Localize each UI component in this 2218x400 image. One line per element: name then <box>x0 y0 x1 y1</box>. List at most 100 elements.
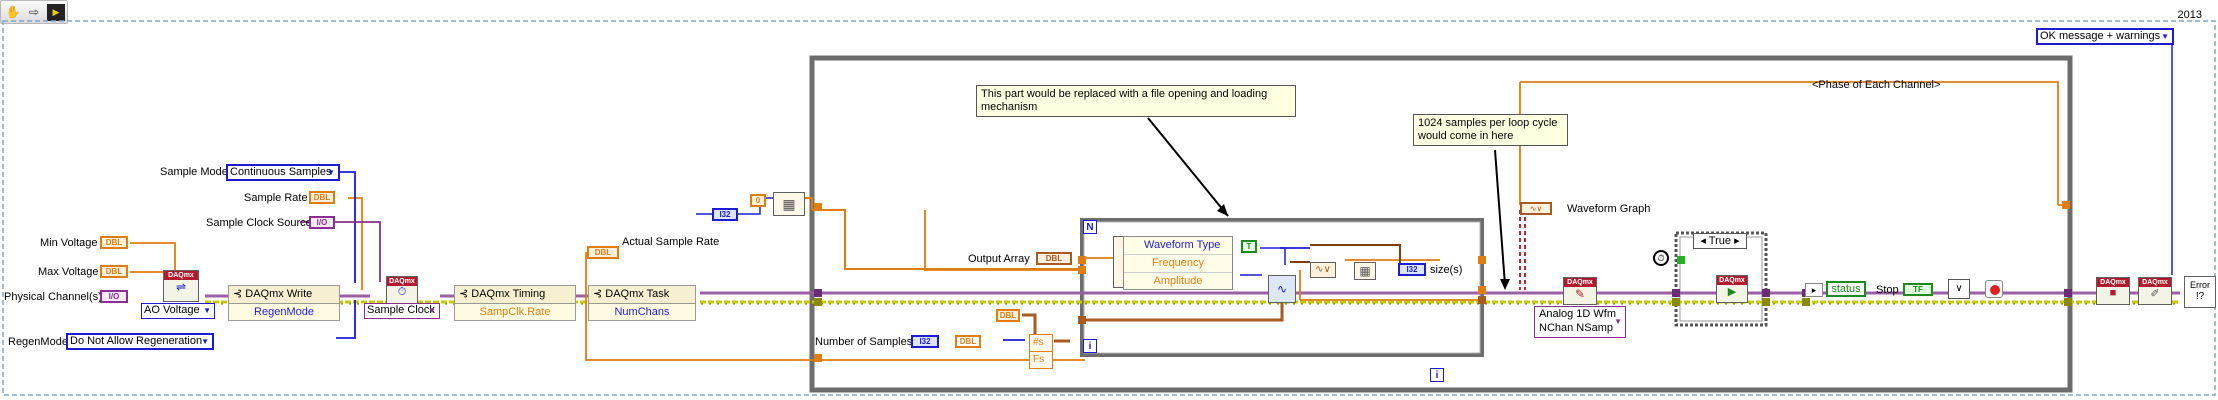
waveform-type-input[interactable]: Waveform Type <box>1124 237 1232 255</box>
min-voltage-terminal[interactable]: DBL <box>100 236 128 249</box>
sample-mode-control[interactable]: Continuous Samples▼ <box>226 164 340 181</box>
wave-icon: ∿∨ <box>1315 264 1331 275</box>
blue-wire <box>336 171 1310 341</box>
clock-icon: ⏱ <box>397 286 407 298</box>
min-voltage-label: Min Voltage <box>40 237 98 249</box>
daqmx-timing-title: DAQmx Timing <box>471 288 546 300</box>
sample-clock-label: Sample Clock <box>367 304 435 316</box>
size-label: size(s) <box>1430 264 1463 276</box>
daqmx-task-title: DAQmx Task <box>605 288 670 300</box>
daqmx-write-title: ⊰ DAQmx Write <box>229 286 339 304</box>
daqmx-clear-vi[interactable]: DAQmx ✐ <box>2138 277 2172 305</box>
case-prev-icon[interactable]: ◂ <box>1700 235 1706 247</box>
dbl-constant[interactable]: DBL <box>996 309 1020 322</box>
play-icon: ▶ <box>1727 286 1737 298</box>
regen-mode-property: RegenMode <box>254 306 314 318</box>
bundle-node[interactable]: #s Fs <box>1029 334 1053 369</box>
array-size-node[interactable]: ▦ <box>1354 262 1376 280</box>
zero-constant[interactable]: 0 <box>750 194 766 207</box>
phase-tunnel <box>2062 201 2070 209</box>
stop-condition-terminal[interactable] <box>1985 280 2003 298</box>
create-channel-vi[interactable]: DAQmx ⇌ <box>163 270 199 302</box>
unbundle-node[interactable]: ▸ <box>1805 283 1823 297</box>
loop-end-tunnel-2 <box>1802 298 1810 306</box>
daqmx-timing-node[interactable]: ⊰ DAQmx Timing SampClk.Rate <box>454 285 576 321</box>
note-arrow-1 <box>1147 117 1229 217</box>
for-tunnel-out-3 <box>1478 286 1486 294</box>
stop-control[interactable]: TF <box>1903 283 1933 296</box>
waveform-wire <box>1290 244 1401 265</box>
waveform-graph-label: Waveform Graph <box>1567 203 1651 215</box>
actual-sample-rate-label: Actual Sample Rate <box>622 236 720 248</box>
waveform-subvi[interactable]: ∿ <box>1268 275 1296 303</box>
actual-sample-rate-indicator[interactable]: DBL <box>587 246 619 259</box>
regen-mode-control[interactable]: Do Not Allow Regeneration▼ <box>66 333 214 350</box>
sample-clock-selector[interactable]: Sample Clock▼ <box>364 303 440 319</box>
daqmx-header: DAQmx <box>2097 278 2129 287</box>
chevron-down-icon: ▼ <box>428 306 436 315</box>
physical-channels-terminal[interactable]: I/O <box>100 290 128 303</box>
case-selector[interactable]: ◂ True ▸ <box>1693 233 1747 249</box>
graph-wire <box>1519 210 1526 290</box>
timer-icon: ⏱ <box>1653 250 1669 266</box>
daqmx-header: DAQmx <box>1564 278 1596 287</box>
task-wire <box>205 291 2180 298</box>
error-tunnel-right <box>2064 298 2072 306</box>
size-indicator[interactable]: I32 <box>1398 263 1426 276</box>
stop-square-icon: ■ <box>2109 287 2117 299</box>
ao-voltage-label: AO Voltage <box>144 304 200 316</box>
chevron-down-icon: ▼ <box>1614 317 1622 326</box>
samples-note: 1024 samples per loop cycle would come i… <box>1413 114 1568 146</box>
output-array-terminal[interactable]: DBL <box>1036 252 1072 265</box>
daqmx-vi-1[interactable]: DAQmx ⏱ <box>386 276 418 304</box>
case-tunnel-1 <box>1672 289 1680 297</box>
for-tunnel-out-1 <box>1478 256 1486 264</box>
max-voltage-terminal[interactable]: DBL <box>100 265 128 278</box>
daqmx-start-vi[interactable]: DAQmx ▶ <box>1716 275 1748 303</box>
case-next-icon[interactable]: ▸ <box>1734 235 1740 247</box>
analog-wfm-selector[interactable]: Analog 1D Wfm NChan NSamp ▼ <box>1534 306 1626 338</box>
daqmx-write-node[interactable]: ⊰ DAQmx Write RegenMode <box>228 285 340 321</box>
amplitude-input[interactable]: Amplitude <box>1153 275 1203 287</box>
daqmx-write-vi[interactable]: DAQmx ✎ <box>1563 277 1597 305</box>
replace-note: This part would be replaced with a file … <box>976 85 1296 117</box>
to-i32-node[interactable]: I32 <box>712 208 738 221</box>
case-tunnel-3 <box>1762 289 1770 297</box>
case-tunnel-4 <box>1762 298 1770 306</box>
error-tunnel-left <box>814 298 822 306</box>
sample-mode-label: Sample Mode <box>160 166 228 178</box>
while-iteration-terminal: i <box>1430 368 1444 382</box>
waveform-graph-terminal[interactable]: ∿∨ <box>1520 202 1552 215</box>
redo-icon[interactable]: ⇨ <box>28 5 40 19</box>
daqmx-stop-vi[interactable]: DAQmx ■ <box>2096 277 2130 305</box>
max-voltage-label: Max Voltage <box>38 266 99 278</box>
number-of-samples-control[interactable]: I32 <box>911 335 939 348</box>
diagram-frame <box>2 20 2216 396</box>
sample-clock-source-terminal[interactable]: I/O <box>309 216 335 229</box>
while-loop-border <box>809 55 2073 393</box>
or-node[interactable]: ∨ <box>1948 279 1970 299</box>
case-selector-value: True <box>1708 235 1731 247</box>
property-arrow-icon: ⊰ <box>459 288 469 300</box>
waveform-cluster-node[interactable]: ∿∨ <box>1310 262 1336 278</box>
daqmx-task-node[interactable]: ⊰ DAQmx Task NumChans <box>588 285 696 321</box>
case-tunnel-2 <box>1672 298 1680 306</box>
loop-iteration-terminal: i <box>1083 339 1097 353</box>
waveform-generator-node[interactable]: Waveform Type Frequency Amplitude <box>1123 236 1233 290</box>
sample-rate-terminal[interactable]: DBL <box>309 191 335 204</box>
loop-count-terminal: N <box>1083 220 1097 234</box>
error-selector[interactable]: OK message + warnings▼ <box>2036 28 2174 45</box>
status-element: status <box>1826 281 1866 297</box>
stop-label: Stop <box>1876 284 1899 296</box>
initialize-array-node[interactable]: ▦ <box>773 192 805 216</box>
frequency-input[interactable]: Frequency <box>1124 255 1232 273</box>
hand-icon[interactable]: ✋ <box>5 5 21 19</box>
for-tunnel-2 <box>1078 266 1086 274</box>
chevron-down-icon: ▼ <box>201 337 209 346</box>
to-dbl-node[interactable]: DBL <box>955 335 981 348</box>
ao-voltage-selector[interactable]: AO Voltage▼ <box>141 303 215 319</box>
waveform-type-enum[interactable]: T <box>1241 240 1257 253</box>
run-icon[interactable]: ▶ <box>47 4 65 21</box>
error-handler-vi[interactable]: Error !? <box>2184 276 2216 308</box>
chevron-down-icon: ▼ <box>2161 32 2169 41</box>
